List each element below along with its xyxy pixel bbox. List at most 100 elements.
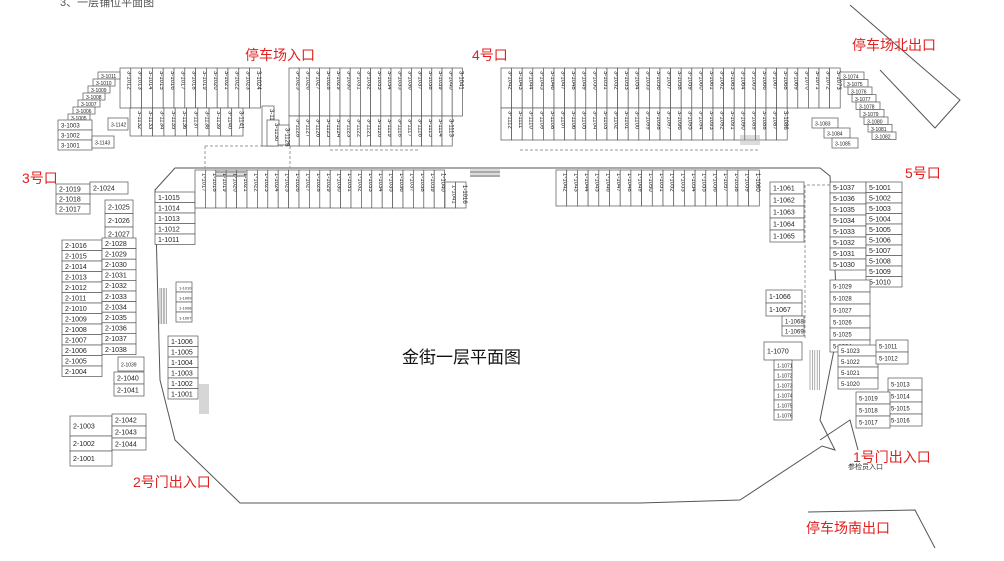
shop-unit-label: 1-1069 xyxy=(785,330,804,336)
shop-unit-label: 1-1005 xyxy=(171,349,193,356)
shop-unit-label: 3-1029 xyxy=(335,71,341,90)
shop-unit[interactable] xyxy=(277,124,290,146)
shop-unit-label: 3-1109 xyxy=(538,111,544,130)
shop-unit[interactable] xyxy=(154,233,196,245)
shop-unit[interactable] xyxy=(781,325,805,337)
shop-unit-label: 5-1022 xyxy=(841,360,860,366)
map-title: 金街一层平面图 xyxy=(402,348,521,368)
staff-entrance-label: 参检员入口 xyxy=(848,464,883,471)
shop-unit-label: 3-1067 xyxy=(772,71,778,90)
shop-unit-label: 2-1029 xyxy=(105,251,127,258)
shop-unit-label: 1-1032 xyxy=(356,173,362,192)
shop-unit-label: 3-1023 xyxy=(244,71,250,90)
shop-unit[interactable] xyxy=(776,107,788,141)
shop-unit-label: 5-1013 xyxy=(891,383,910,389)
shop-unit[interactable] xyxy=(433,169,445,209)
shop-unit[interactable] xyxy=(829,67,841,109)
shop-unit-label: 3-1002 xyxy=(61,134,80,140)
shop-unit[interactable] xyxy=(871,131,897,140)
shop-unit-label: 2-1013 xyxy=(65,274,87,281)
shop-unit[interactable] xyxy=(175,311,193,323)
shop-unit-label: 3-1090 xyxy=(740,111,746,130)
shop-unit-label: 3-1134 xyxy=(158,111,164,130)
shop-unit-label: 2-1042 xyxy=(115,418,137,425)
shop-unit-label: 5-1021 xyxy=(841,371,860,377)
shop-unit[interactable] xyxy=(101,343,137,355)
shop-unit[interactable] xyxy=(231,107,244,137)
gate4-label: 4号口 xyxy=(472,47,508,63)
shop-unit-label: 1-1031 xyxy=(346,173,352,192)
shop-unit[interactable] xyxy=(55,203,91,215)
shop-unit-label: 1-1054 xyxy=(690,173,696,192)
shop-unit-label: 5-1008 xyxy=(869,258,891,265)
gate3-label: 3号口 xyxy=(22,170,58,186)
shop-unit-label: 5-1033 xyxy=(833,229,855,236)
shop-unit[interactable] xyxy=(769,229,805,243)
shop-unit-label: 1-1034 xyxy=(377,173,383,192)
shop-unit-label: 2-1036 xyxy=(105,326,127,333)
shop-unit[interactable] xyxy=(111,437,147,451)
shop-unit-label: 3-1120 xyxy=(376,119,382,138)
shop-unit-label: 5-1001 xyxy=(869,185,891,192)
shop-unit-label: 2-1037 xyxy=(105,336,127,343)
shop-unit[interactable] xyxy=(455,181,467,209)
shop-unit[interactable] xyxy=(831,137,859,149)
shop-unit-label: 1-1076 xyxy=(777,414,793,420)
shop-unit-label: 5-1026 xyxy=(833,321,852,327)
shop-unit-label: 3-1142 xyxy=(111,123,126,129)
shop-unit[interactable] xyxy=(748,169,760,207)
shop-unit-label: 2-1010 xyxy=(65,306,87,313)
shop-unit[interactable] xyxy=(89,181,129,195)
shop-unit[interactable] xyxy=(249,67,261,109)
shop-unit-label: 3-1135 xyxy=(170,111,176,130)
shop-unit[interactable] xyxy=(117,356,145,372)
shop-unit-label: 3-1064 xyxy=(740,71,746,90)
parking-entrance-label: 停车场入口 xyxy=(245,47,315,63)
shop-unit-label: 1-1023 xyxy=(263,173,269,192)
shop-unit-label: 3-1079 xyxy=(863,112,879,118)
shop-unit[interactable] xyxy=(875,351,909,365)
shop-unit-label: 1-1075 xyxy=(777,404,793,410)
shop-unit[interactable] xyxy=(69,450,113,467)
shop-unit-label: 3-1057 xyxy=(666,71,672,90)
shop-unit-label: 3-1125 xyxy=(325,119,331,138)
shop-unit-label: 3-1046 xyxy=(549,71,555,90)
shop-unit-label: 1-1029 xyxy=(325,173,331,192)
shop-unit-label: 3-1031 xyxy=(356,71,362,90)
shop-unit[interactable] xyxy=(773,409,793,421)
shop-unit-label: 3-1076 xyxy=(851,89,867,95)
shop-unit-label: 3-1062 xyxy=(719,71,725,90)
shop-unit-label: 5-1020 xyxy=(841,382,860,388)
shop-unit-label: 3-1017 xyxy=(180,71,186,90)
shop-unit-label: 1-1007 xyxy=(179,316,192,321)
shop-unit[interactable] xyxy=(167,388,199,400)
shop-unit-label: 1-1068 xyxy=(785,320,804,326)
shop-unit-label: 2-1011 xyxy=(65,295,86,302)
shop-unit-label: 3-1083 xyxy=(815,122,831,128)
shop-unit[interactable] xyxy=(107,117,129,131)
shop-unit-label: 2-1017 xyxy=(59,207,81,214)
shop-unit-label: 3-1024 xyxy=(255,71,261,90)
shop-unit-label: 3-1114 xyxy=(437,119,443,137)
shop-unit[interactable] xyxy=(441,115,453,147)
shop-unit-label: 2-1030 xyxy=(105,262,127,269)
shop-unit-label: 3-1055 xyxy=(644,71,650,90)
shop-unit[interactable] xyxy=(91,135,115,149)
shop-unit-label: 2-1008 xyxy=(65,327,87,334)
shop-unit[interactable] xyxy=(61,365,103,377)
shop-unit[interactable] xyxy=(837,377,879,390)
shop-unit-label: 1-1017 xyxy=(200,173,206,192)
shop-unit-label: 5-1025 xyxy=(833,333,852,339)
shop-unit-label: 3-1018 xyxy=(190,71,196,90)
shop-unit-label: 3-1124 xyxy=(335,119,341,138)
shop-unit-label: 3-1012 xyxy=(126,71,132,90)
shop-unit-label: 3-1119 xyxy=(386,119,392,137)
shop-unit-label: 1-1067 xyxy=(769,307,791,314)
shop-unit[interactable] xyxy=(451,67,463,117)
shop-unit-label: 1-1045 xyxy=(594,173,600,192)
shop-unit-label: 5-1027 xyxy=(833,309,852,315)
shop-unit-label: 3-1033 xyxy=(376,71,382,90)
shop-unit[interactable] xyxy=(855,415,891,429)
shop-unit-label: 2-1033 xyxy=(105,294,127,301)
shop-unit[interactable] xyxy=(113,383,145,397)
